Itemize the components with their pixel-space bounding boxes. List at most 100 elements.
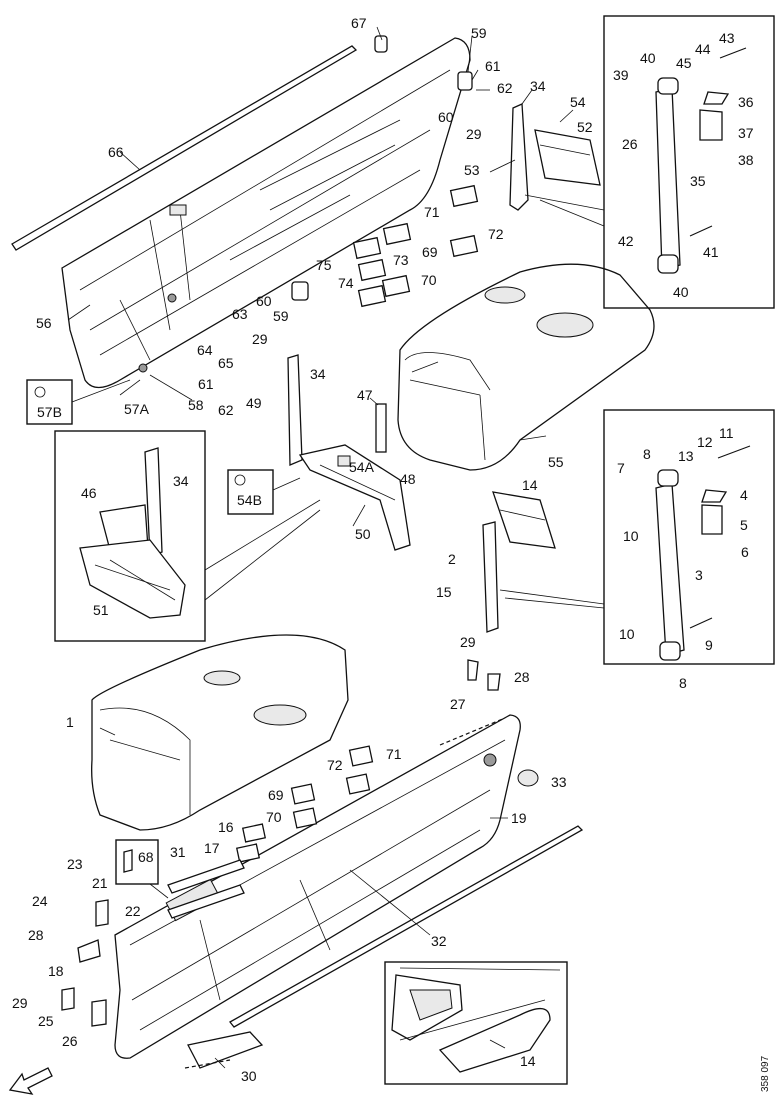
detail-frame-right-bottom xyxy=(499,409,775,665)
upper-side-panel xyxy=(61,37,471,389)
label-52: 52 xyxy=(577,119,593,135)
grille-strip-31 xyxy=(167,859,245,919)
label-62-b: 62 xyxy=(218,402,234,418)
detail-frame-left xyxy=(54,430,321,642)
label-5: 5 xyxy=(740,517,748,533)
label-29-c: 29 xyxy=(460,634,476,650)
bracket-assembly-middle xyxy=(287,354,411,551)
label-59: 59 xyxy=(471,25,487,41)
drawing-code: 358 097 xyxy=(760,1055,771,1092)
label-67: 67 xyxy=(351,15,367,31)
label-54: 54 xyxy=(570,94,586,110)
fuel-tank-lower xyxy=(91,634,349,831)
label-54B: 54B xyxy=(237,492,262,508)
label-44: 44 xyxy=(695,41,711,57)
label-66: 66 xyxy=(108,144,124,160)
label-2: 2 xyxy=(448,551,456,567)
label-19: 19 xyxy=(511,810,527,826)
label-65: 65 xyxy=(218,355,234,371)
label-40-b: 40 xyxy=(673,284,689,300)
label-64: 64 xyxy=(197,342,213,358)
label-28-b: 28 xyxy=(28,927,44,943)
clips-27-29 xyxy=(467,659,501,691)
label-50: 50 xyxy=(355,526,371,542)
label-41: 41 xyxy=(703,244,719,260)
label-70: 70 xyxy=(421,272,437,288)
small-brackets-left xyxy=(61,899,109,1027)
label-33: 33 xyxy=(551,774,567,790)
pads-upper xyxy=(352,184,479,308)
bracket-2-assembly xyxy=(482,491,556,633)
label-47: 47 xyxy=(357,387,373,403)
label-8: 8 xyxy=(643,446,651,462)
label-53: 53 xyxy=(464,162,480,178)
label-57B: 57B xyxy=(37,404,62,420)
label-24: 24 xyxy=(32,893,48,909)
label-70-b: 70 xyxy=(266,809,282,825)
bracket-34-upper xyxy=(509,103,601,211)
label-40: 40 xyxy=(640,50,656,66)
leader-lines xyxy=(67,26,574,1069)
callout-labels: 67 59 61 62 60 29 34 54 52 53 66 71 72 6… xyxy=(12,15,754,1084)
label-74: 74 xyxy=(338,275,354,291)
label-8-b: 8 xyxy=(679,675,687,691)
label-32: 32 xyxy=(431,933,447,949)
label-63: 63 xyxy=(232,306,248,322)
label-46: 46 xyxy=(81,485,97,501)
label-69: 69 xyxy=(422,244,438,260)
clip-top xyxy=(291,35,473,301)
label-59-b: 59 xyxy=(273,308,289,324)
label-38: 38 xyxy=(738,152,754,168)
label-37: 37 xyxy=(738,125,754,141)
label-60: 60 xyxy=(438,109,454,125)
label-72: 72 xyxy=(488,226,504,242)
label-29-d: 29 xyxy=(12,995,28,1011)
label-49: 49 xyxy=(246,395,262,411)
label-61-b: 61 xyxy=(198,376,214,392)
label-26: 26 xyxy=(622,136,638,152)
label-14-b: 14 xyxy=(520,1053,536,1069)
detail-frame-right-top xyxy=(524,15,775,309)
label-62: 62 xyxy=(497,80,513,96)
direction-arrow-icon xyxy=(8,1067,53,1095)
label-61: 61 xyxy=(485,58,501,74)
pads-lower xyxy=(77,745,374,963)
label-31: 31 xyxy=(170,844,186,860)
label-17: 17 xyxy=(204,840,220,856)
label-27: 27 xyxy=(450,696,466,712)
label-26-b: 26 xyxy=(62,1033,78,1049)
label-54A: 54A xyxy=(349,459,375,475)
trim-strip-lower xyxy=(229,825,584,1028)
label-7: 7 xyxy=(617,460,625,476)
label-16: 16 xyxy=(218,819,234,835)
label-29: 29 xyxy=(466,126,482,142)
label-58: 58 xyxy=(188,397,204,413)
label-71: 71 xyxy=(424,204,440,220)
detail-frame-bottom xyxy=(384,961,568,1085)
label-9: 9 xyxy=(705,637,713,653)
step-plate xyxy=(184,1031,264,1069)
label-72-b: 72 xyxy=(327,757,343,773)
label-29-b: 29 xyxy=(252,331,268,347)
fuel-tank-upper xyxy=(397,263,655,471)
label-11: 11 xyxy=(719,425,734,441)
label-35: 35 xyxy=(690,173,706,189)
label-43: 43 xyxy=(719,30,735,46)
label-13: 13 xyxy=(678,448,694,464)
label-3: 3 xyxy=(695,567,703,583)
label-34: 34 xyxy=(530,78,546,94)
label-51: 51 xyxy=(93,602,109,618)
label-56: 56 xyxy=(36,315,52,331)
label-39: 39 xyxy=(613,67,629,83)
label-28: 28 xyxy=(514,669,530,685)
label-55: 55 xyxy=(548,454,564,470)
label-18: 18 xyxy=(48,963,64,979)
label-36: 36 xyxy=(738,94,754,110)
label-25: 25 xyxy=(38,1013,54,1029)
label-60-b: 60 xyxy=(256,293,272,309)
label-4: 4 xyxy=(740,487,748,503)
label-45: 45 xyxy=(676,55,692,71)
label-57A: 57A xyxy=(124,401,150,417)
label-48: 48 xyxy=(400,471,416,487)
